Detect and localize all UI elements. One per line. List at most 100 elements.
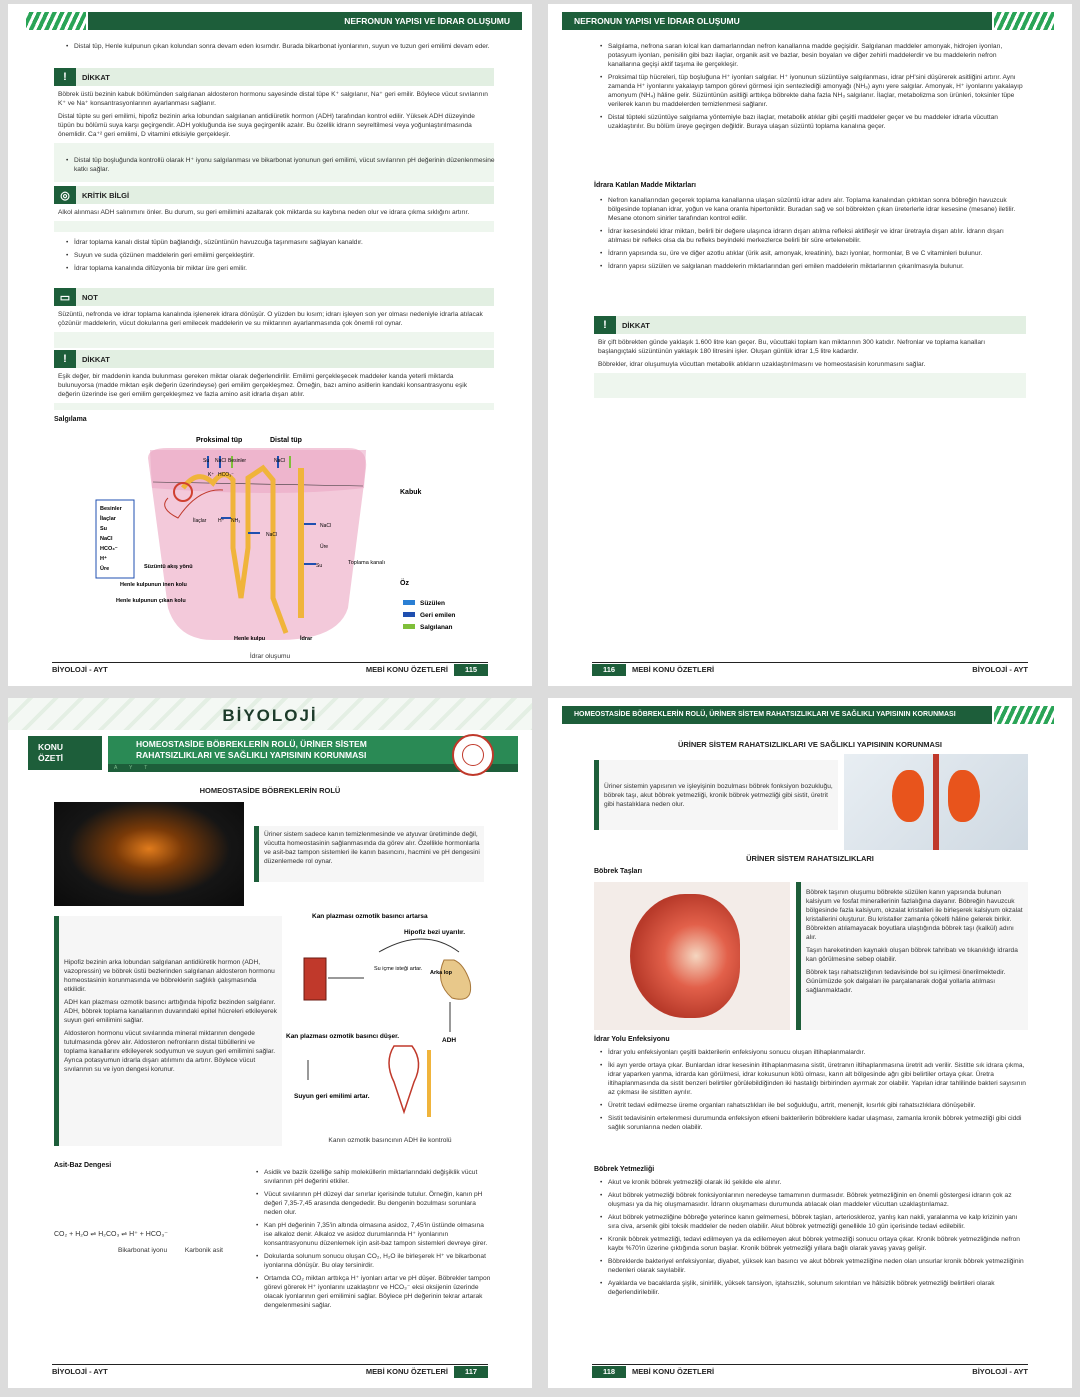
page-footer: 116 MEBİ KONU ÖZETLERİ BİYOLOJİ - AYT (592, 662, 1028, 676)
bullet-iy: İdrar yolu enfeksiyonları çeşitli bakter… (598, 1048, 1028, 1057)
stone-text: Taşın hareketinden kaynaklı oluşan böbre… (806, 947, 1018, 963)
bullet-by: Akut böbrek yetmezliğine böbreğe yeterin… (598, 1213, 1028, 1231)
legend-swatch-filtered (403, 600, 415, 605)
page-header: NEFRONUN YAPISI VE İDRAR OLUŞUMU (562, 12, 992, 30)
eq-arrow: ⇌ (90, 1231, 99, 1238)
input-substance-label: Su (100, 526, 107, 532)
bullet-by: Akut böbrek yetmezliği böbrek fonksiyonl… (598, 1191, 1028, 1209)
hormone-text: ADH kan plazması ozmotik basıncı arttığı… (64, 999, 277, 1024)
kidney-cross-section (630, 894, 740, 1018)
footer-series: MEBİ KONU ÖZETLERİ (632, 665, 715, 674)
page-number: 116 (592, 664, 626, 676)
target-icon: ◎ (54, 186, 76, 204)
input-substance-label: HCO₃⁻ (100, 546, 118, 552)
bullet-ab: Vücut sıvılarının pH düzeyi dar sınırlar… (254, 1190, 492, 1217)
aorta (933, 754, 939, 850)
chapter-title-line-2: RAHATSIZLIKLARI VE SAĞLIKLI YAPISININ KO… (136, 750, 367, 760)
bullet-iy: Üretrit tedavi edilmezse üreme organları… (598, 1101, 1028, 1110)
bullet-ab: Kan pH değerinin 7,35'in altında olmasın… (254, 1221, 492, 1248)
section-title: İdrara Katılan Madde Miktarları (594, 182, 696, 189)
footer-series: MEBİ KONU ÖZETLERİ (365, 665, 448, 674)
input-substance-label: İlaçlar (100, 515, 117, 522)
bullet-proksimal: Proksimal tüp hücreleri, tüp boşluğuna H… (598, 73, 1028, 109)
kritik-text: Alkol alınması ADH salınımını önler. Bu … (58, 209, 470, 216)
dikkat-text: Böbrek üstü bezinin kabuk bölümünden sal… (58, 91, 488, 107)
input-substance-label: H⁺ (100, 555, 107, 562)
bullet-su: Suyun ve suda çözünen maddelerin geri em… (64, 251, 496, 260)
legend-swatch-reabsorbed (403, 612, 415, 617)
exclamation-icon: ! (594, 316, 616, 334)
section-title: HOMEOSTASİDE BÖBREKLERİN ROLÜ (199, 786, 341, 795)
legend-reabsorbed: Geri emilen (420, 612, 455, 619)
bullet-ph: Distal tüp boşluğunda kontrollü olarak H… (64, 156, 496, 174)
page-number: 115 (454, 664, 488, 676)
label-nacl: NaCl (320, 523, 331, 529)
kritik-bilgi-box: ◎ KRİTİK BİLGİ Alkol alınması ADH salınım… (54, 186, 494, 232)
eq-ions: H⁺ + HCO₃⁻ (129, 1231, 168, 1238)
hormone-text: Aldosteron hormonu vücut sıvılarında min… (64, 1030, 276, 1073)
legend-secreted: Salgılanan (420, 624, 453, 631)
stone-box: Böbrek taşının oluşumu böbrekte süzülen … (796, 882, 1028, 1030)
dikkat-text: Distal tüpte su geri emilimi, hipofiz be… (58, 113, 475, 138)
bullet-distal-tup: Distal tüp, Henle kulpunun çıkan kolunda… (64, 42, 496, 51)
not-box: ▭NOT Süzüntü, nefronda ve idrar toplama … (54, 288, 494, 348)
dikkat-title: DİKKAT (82, 354, 110, 364)
page-117: BİYOLOJİ KONU ÖZETİ HOMEOSTASİDE BÖBREKL… (8, 698, 532, 1388)
adh-label: Su içme isteği artar. (374, 966, 423, 972)
legend-swatch-secreted (403, 624, 415, 629)
kidney-right (948, 770, 980, 822)
page-118: HOMEOSTASİDE BÖBREKLERİN ROLÜ, ÜRİNER Sİ… (548, 698, 1072, 1388)
adh-label: Hipofiz bezi uyarılır. (404, 929, 465, 936)
dikkat-title: DİKKAT (622, 320, 650, 330)
input-substance-label: NaCl (100, 536, 113, 542)
intro-text: Üriner sistem sadece kanın temizlenmesin… (264, 831, 480, 865)
section-title: İdrar Yolu Enfeksiyonu (594, 1036, 670, 1043)
kritik-title: KRİTİK BİLGİ (82, 190, 130, 200)
stone-text: Böbrek taşı rahatsızlığının tedavisinde … (806, 969, 1006, 994)
tag-line-2: ÖZETİ (38, 753, 64, 763)
label-su: Su (203, 458, 209, 464)
header-stripes (994, 12, 1054, 30)
bullet-ab: Asidik ve bazik özelliğe sahip molekülle… (254, 1168, 492, 1186)
label-besinler: Besinler (228, 458, 246, 464)
hormone-box: Hipofiz bezinin arka lobundan salgılanan… (54, 916, 282, 1146)
dikkat-text: Bir çift böbrekten günde yaklaşık 1.600 … (598, 339, 986, 355)
meb-logo (452, 734, 494, 776)
blood-vessel (303, 957, 327, 1001)
page-115: NEFRONUN YAPISI VE İDRAR OLUŞUMU Distal … (8, 4, 532, 686)
label-hco3: HCO₃⁻ (218, 472, 234, 478)
bullet-by: Kronik böbrek yetmezliği, tedavi edilmey… (598, 1235, 1028, 1253)
adh-label: Kan plazması ozmotik basıncı düşer. (286, 1033, 399, 1040)
footer-series: MEBİ KONU ÖZETLERİ (365, 1367, 448, 1376)
adh-label: Suyun geri emilimi artar. (294, 1093, 370, 1100)
kidney-medulla-region (148, 448, 367, 640)
box-accent (54, 916, 59, 1146)
bullet-iy: Sistit tedavisinin ertelenmesi durumunda… (598, 1114, 1028, 1132)
kidney-stone-image (594, 882, 790, 1030)
figure-caption: Kanın ozmotik basıncının ADH ile kontrol… (328, 1137, 452, 1144)
bullet-ure: İdrar toplama kanalında difüzyonla bir m… (64, 264, 496, 273)
section-title: ÜRİNER SİSTEM RAHATSIZLIKLARI VE SAĞLIKL… (677, 740, 943, 749)
adh-label: ADH (442, 1037, 456, 1044)
capillary (164, 489, 224, 519)
exclamation-icon: ! (54, 68, 76, 86)
pituitary-gland (439, 959, 472, 1000)
label-distal: Distal tüp (270, 437, 302, 444)
dikkat-title: DİKKAT (82, 72, 110, 82)
bullet-toplama: İdrar toplama kanalı distal tüpün bağlan… (64, 238, 496, 247)
box-accent (796, 882, 801, 1030)
kidney-left (892, 770, 924, 822)
bullet-hesap: İdrarın yapısı süzülen ve salgılanan mad… (598, 262, 1028, 271)
label-nacl: NaCl (215, 458, 226, 464)
input-substances-box (95, 499, 135, 579)
figure-caption: İdrar oluşumu (249, 653, 291, 660)
arrow-path (378, 938, 460, 953)
label-nacl: NaCl (266, 532, 277, 538)
banner-title: BİYOLOJİ (222, 706, 318, 725)
dikkat-text: Eşik değer, bir maddenin kanda bulunması… (58, 373, 468, 398)
label-ure: Üre (320, 543, 328, 550)
label-henle: Henle kulpu (234, 636, 265, 642)
section-title: Böbrek Yetmezliği (594, 1166, 655, 1173)
footer-subject: BİYOLOJİ - AYT (972, 1367, 1028, 1376)
nephron-tubule (181, 464, 289, 634)
